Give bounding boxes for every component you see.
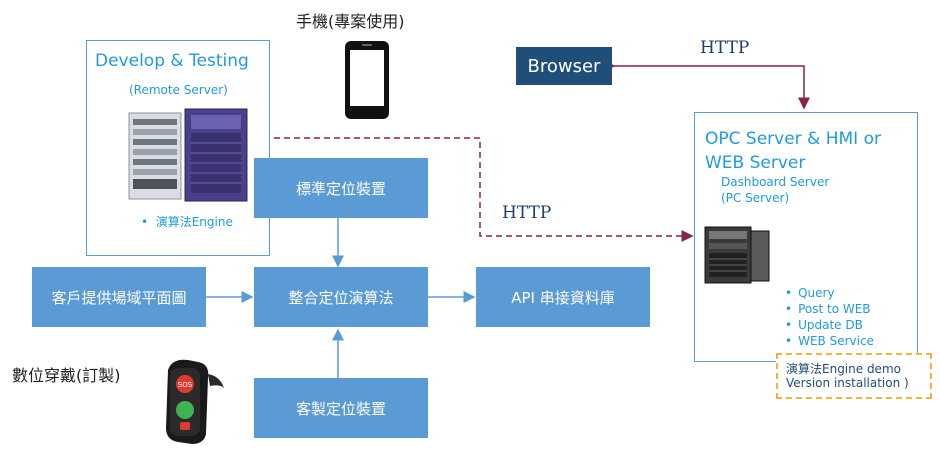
demo-note-line2: Version installation ) <box>786 376 909 390</box>
bullet-dot: • <box>141 215 156 229</box>
dashed-arrow-dev-to-opc <box>253 132 694 242</box>
client-floor-plan-box[interactable]: 客戶提供場域平面圖 <box>32 267 206 327</box>
opc-subtitle-line1: Dashboard Server <box>721 175 830 189</box>
server-rack-icon <box>128 108 248 202</box>
list-item: WEB Service <box>785 333 874 349</box>
tower-server-icon <box>704 226 770 284</box>
dev-panel-subtitle: (Remote Server) <box>129 83 228 97</box>
phone-label: 手機(專案使用) <box>296 12 405 31</box>
demo-note-line1: 演算法Engine demo <box>786 362 901 376</box>
smartwatch-icon: SOS <box>166 359 224 444</box>
dev-panel-bullet: • 演算法Engine <box>141 213 233 230</box>
standard-positioning-device-box[interactable]: 標準定位裝置 <box>254 158 428 218</box>
list-item: Post to WEB <box>785 301 874 317</box>
dev-panel-title: Develop & Testing <box>95 51 249 71</box>
custom-positioning-device-box[interactable]: 客製定位裝置 <box>254 378 428 438</box>
api-database-box[interactable]: API 串接資料庫 <box>476 267 650 327</box>
list-item: Query <box>785 285 874 301</box>
engine-demo-note: 演算法Engine demo Version installation ) <box>776 353 932 399</box>
opc-server-panel: OPC Server & HMI or WEB Server Dashboard… <box>694 112 918 362</box>
opc-subtitle-line2: (PC Server) <box>721 191 790 205</box>
wearable-label: 數位穿戴(訂製) <box>12 366 121 385</box>
arrow-browser-to-opc <box>603 60 810 110</box>
dev-testing-panel: Develop & Testing (Remote Server) • 演算法E… <box>86 40 270 256</box>
http-label-top: HTTP <box>700 38 750 58</box>
integrated-algorithm-box[interactable]: 整合定位演算法 <box>254 267 428 327</box>
sos-text: SOS <box>178 381 193 389</box>
list-item: Update DB <box>785 317 874 333</box>
opc-bullet-list: Query Post to WEB Update DB WEB Service <box>785 285 874 349</box>
phone-icon <box>345 41 389 119</box>
browser-box[interactable]: Browser <box>516 47 612 85</box>
opc-title-line1: OPC Server & HMI or <box>705 129 881 149</box>
http-label-middle: HTTP <box>502 203 552 223</box>
opc-title-line2: WEB Server <box>705 153 806 173</box>
dev-engine-label: 演算法Engine <box>155 215 233 229</box>
